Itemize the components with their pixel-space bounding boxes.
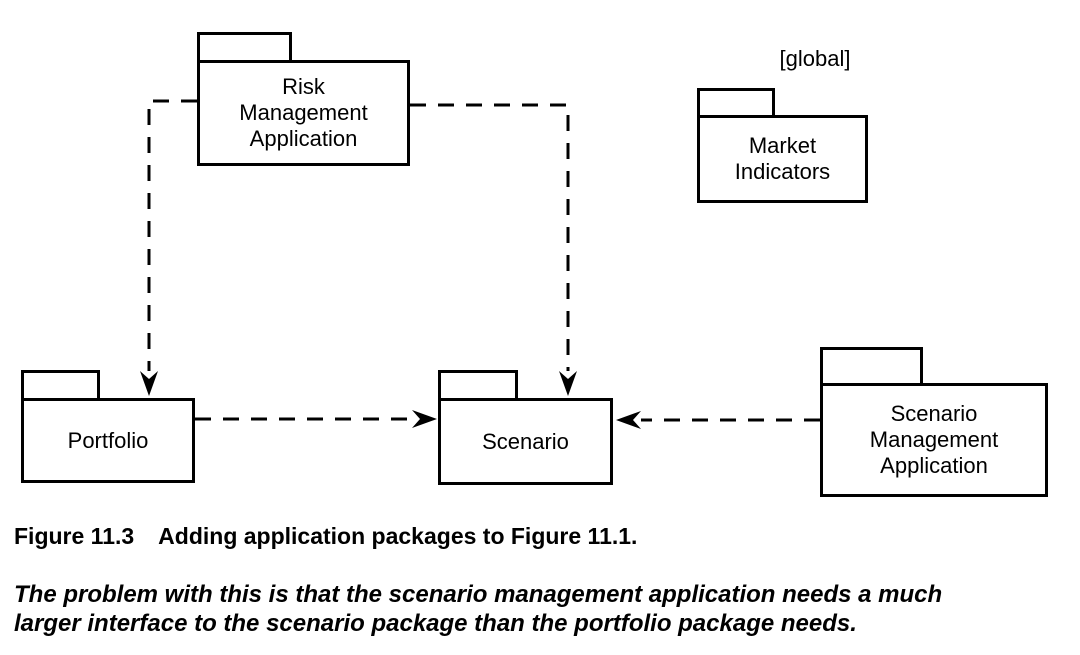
arrowhead-left-icon xyxy=(616,411,641,429)
figure-caption-number: Figure 11.3 xyxy=(14,523,135,549)
package-tab xyxy=(697,88,775,115)
arrowhead-down-icon xyxy=(559,371,577,396)
package-body: Scenario xyxy=(438,398,613,485)
package-label-scenario-management-application: Scenario Management Application xyxy=(869,401,999,478)
dependency-arrow-portfolio-to-scenario xyxy=(195,410,437,428)
dependency-arrow-sma-to-scenario xyxy=(616,411,820,429)
package-tab xyxy=(438,370,518,398)
package-body: Market Indicators xyxy=(697,115,868,203)
package-label-market-indicators: Market Indicators xyxy=(734,133,831,184)
package-label-portfolio: Portfolio xyxy=(67,427,149,453)
package-body: Risk Management Application xyxy=(197,60,410,166)
figure-caption: Figure 11.3 Adding application packages t… xyxy=(14,523,637,550)
package-body: Portfolio xyxy=(21,398,195,483)
package-label-risk-management-application: Risk Management Application xyxy=(239,74,368,151)
package-body: Scenario Management Application xyxy=(820,383,1048,497)
arrowhead-right-icon xyxy=(412,410,437,428)
dependency-arrow-rma-to-portfolio xyxy=(140,99,197,396)
package-tab xyxy=(197,32,292,60)
figure-commentary-note: The problem with this is that the scenar… xyxy=(14,581,943,637)
figure-caption-text: Adding application packages to Figure 11… xyxy=(158,523,638,549)
package-label-scenario: Scenario xyxy=(482,428,569,454)
arrowhead-down-icon xyxy=(140,371,158,396)
package-tab xyxy=(21,370,100,398)
package-tab xyxy=(820,347,923,383)
dependency-arrow-rma-to-scenario xyxy=(410,103,577,396)
global-annotation-label: [global] xyxy=(779,46,851,71)
